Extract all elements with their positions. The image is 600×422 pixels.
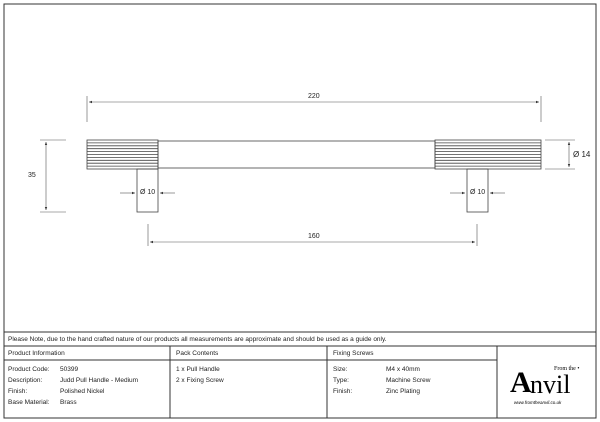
field-value: Judd Pull Handle - Medium: [60, 377, 139, 384]
field-label: Type:: [333, 377, 349, 384]
product-info-header: Product Information: [8, 350, 65, 357]
handle: [86, 139, 542, 213]
dim-overall-length: 220: [306, 93, 322, 100]
field-label: Product Code:: [8, 366, 50, 373]
dim-centres: 160: [306, 233, 322, 240]
field-label: Finish:: [333, 388, 353, 395]
handle-bar: [157, 140, 436, 169]
field-value: Zinc Plating: [386, 388, 420, 395]
page-frame: [3, 3, 597, 419]
right-post: [466, 168, 489, 213]
dim-post-left: Ø 10: [140, 189, 156, 196]
field-label: Description:: [8, 377, 43, 384]
field-label: Base Material:: [8, 399, 50, 406]
pack-item: 2 x Fixing Screw: [176, 377, 224, 384]
disclaimer-note: Please Note, due to the hand crafted nat…: [8, 336, 387, 343]
left-post: [136, 168, 159, 213]
field-label: Size:: [333, 366, 348, 373]
anvil-logo: A nvil From the • www.fromtheanvil.co.uk: [510, 366, 580, 405]
field-value: Machine Screw: [386, 377, 431, 384]
pack-contents-header: Pack Contents: [176, 350, 219, 357]
field-value: 50399: [60, 366, 79, 373]
fixing-screws-header: Fixing Screws: [333, 350, 374, 357]
pack-item: 1 x Pull Handle: [176, 366, 220, 373]
field-label: Finish:: [8, 388, 28, 395]
dim-grip-diameter: Ø 14: [573, 150, 591, 159]
dim-height: 35: [28, 172, 36, 179]
field-value: Brass: [60, 399, 77, 406]
field-value: Polished Nickel: [60, 388, 105, 395]
dim-post-right: Ø 10: [470, 189, 486, 196]
field-value: M4 x 40mm: [386, 366, 420, 373]
